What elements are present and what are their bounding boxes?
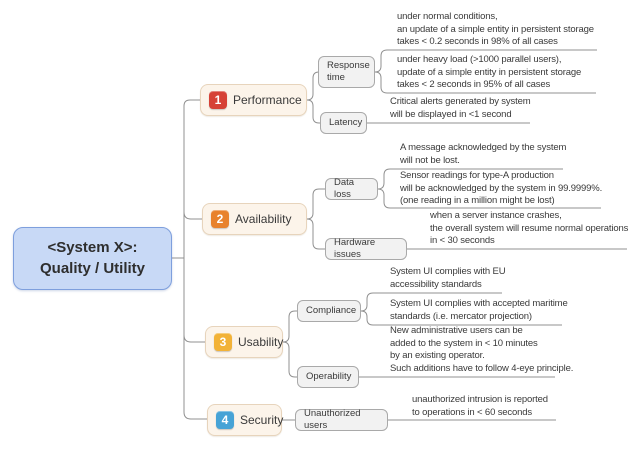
root-node[interactable]: <System X>: Quality / Utility — [13, 227, 172, 290]
connector-availability-data-loss — [306, 188, 325, 220]
branch-performance[interactable]: 1 Performance — [200, 84, 307, 116]
subtopic-label: Unauthorized users — [304, 408, 361, 431]
branch-label: Performance — [233, 93, 302, 107]
connector-trunk-security — [183, 411, 207, 420]
branch-availability[interactable]: 2 Availability — [202, 203, 307, 235]
branch-label: Security — [240, 413, 284, 427]
subtopic-label: Operability — [306, 371, 352, 383]
subtopic-compliance[interactable]: Compliance — [297, 300, 361, 322]
leaf-note-eu-accessibility[interactable]: System UI complies with EU accessibility… — [390, 266, 506, 290]
subtopic-label: Response time — [327, 60, 370, 83]
subtopic-label: Compliance — [306, 305, 357, 317]
subtopic-label: Data loss — [334, 177, 355, 200]
subtopic-response-time[interactable]: Response time — [318, 56, 375, 88]
leaf-note-heavy-load[interactable]: under heavy load (>1000 parallel users),… — [397, 54, 582, 90]
connector-root-trunk — [172, 106, 185, 412]
subtopic-latency[interactable]: Latency — [320, 112, 367, 134]
priority-badge-2: 2 — [211, 210, 229, 228]
leaf-note-admin-users[interactable]: New administrative users can be added to… — [390, 325, 574, 374]
priority-badge-3: 3 — [214, 333, 232, 351]
subtopic-unauthorized-users[interactable]: Unauthorized users — [295, 408, 388, 431]
branch-usability[interactable]: 3 Usability — [205, 326, 283, 358]
connector-trunk-performance — [183, 99, 200, 107]
branch-label: Availability — [235, 212, 292, 226]
connector-trunk-availability — [183, 211, 202, 220]
priority-badge-4: 4 — [216, 411, 234, 429]
subtopic-hardware-issues[interactable]: Hardware issues — [325, 237, 407, 260]
subtopic-label: Latency — [329, 117, 363, 129]
connector-performance-latency — [306, 99, 320, 124]
subtopic-operability[interactable]: Operability — [297, 366, 359, 388]
leaf-note-message-ack[interactable]: A message acknowledged by the system wil… — [400, 142, 567, 166]
connector-availability-hardware — [306, 218, 325, 250]
connector-trunk-usability — [183, 334, 205, 343]
subtopic-data-loss[interactable]: Data loss — [325, 177, 378, 200]
leaf-note-critical-alerts[interactable]: Critical alerts generated by system will… — [390, 96, 531, 120]
priority-badge-1: 1 — [209, 91, 227, 109]
leaf-note-server-crash[interactable]: when a server instance crashes, the over… — [430, 210, 629, 246]
subtopic-label: Hardware issues — [334, 237, 376, 260]
leaf-note-maritime-standards[interactable]: System UI complies with accepted maritim… — [390, 298, 568, 322]
branch-label: Usability — [238, 335, 284, 349]
connector-usability-operability — [282, 341, 297, 378]
leaf-note-sensor-readings[interactable]: Sensor readings for type-A production wi… — [400, 170, 603, 206]
branch-security[interactable]: 4 Security — [207, 404, 284, 436]
root-title: <System X>: Quality / Utility — [39, 239, 145, 277]
connector-usability-compliance — [282, 310, 297, 343]
leaf-note-normal-conditions[interactable]: under normal conditions, an update of a … — [397, 11, 594, 47]
leaf-note-intrusion-reported[interactable]: unauthorized intrusion is reported to op… — [412, 394, 548, 418]
